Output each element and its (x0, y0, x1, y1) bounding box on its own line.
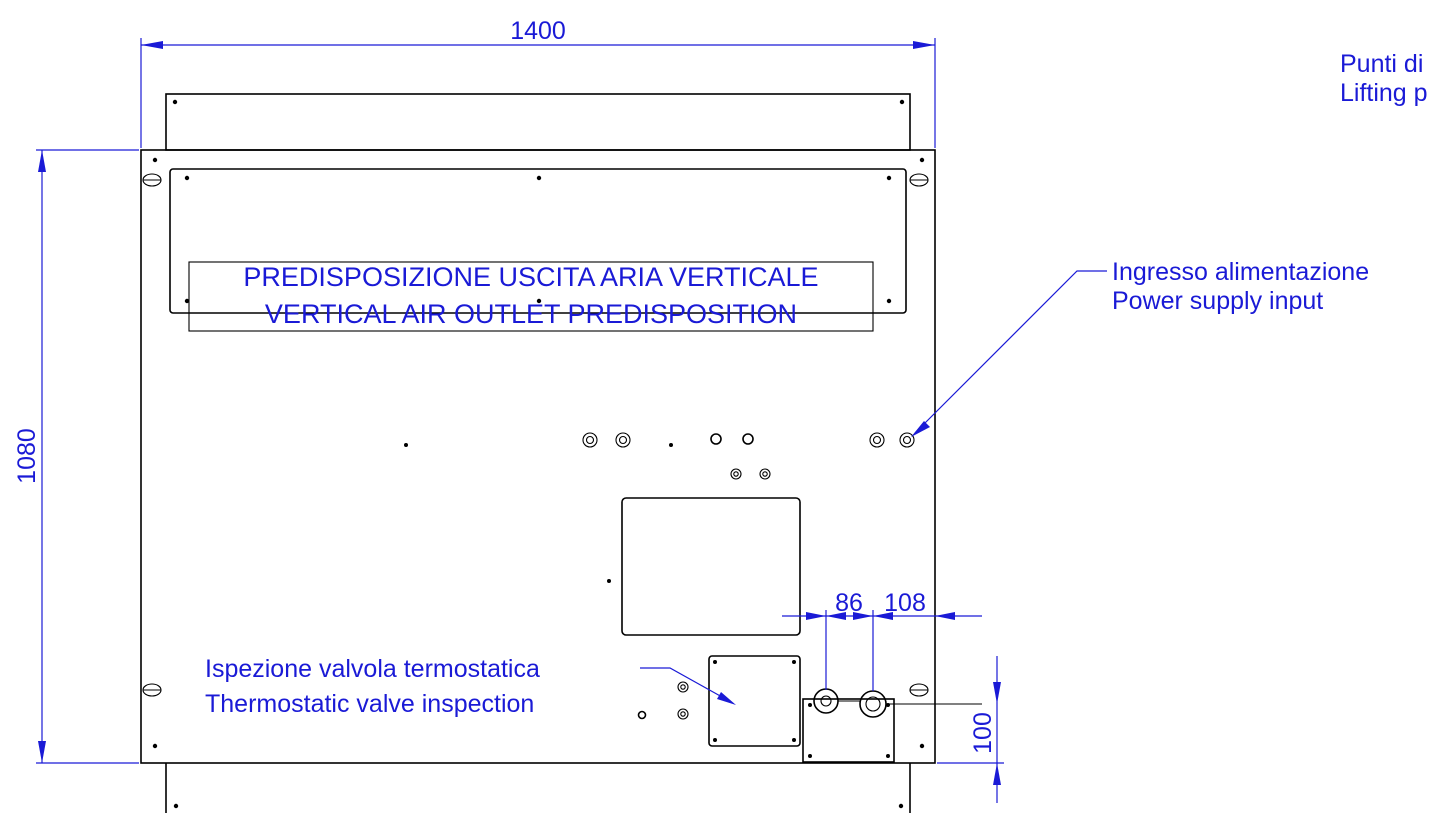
base-frame (165, 763, 911, 813)
valve-note-en: Thermostatic valve inspection (205, 690, 534, 718)
dimension-offset-c-label: 100 (969, 712, 997, 754)
dimension-offset-a-label: 86 (835, 589, 863, 617)
dimension-width: 1400 (140, 17, 936, 148)
panel-label-it: PREDISPOSIZIONE USCITA ARIA VERTICALE (243, 262, 818, 292)
access-panel (607, 497, 801, 636)
valve-inspection-panel (637, 655, 801, 747)
unit-body (140, 149, 936, 764)
power-input-gland-icon (899, 432, 915, 448)
lifting-point-icon (142, 173, 162, 187)
pipe-connection-icon (859, 690, 887, 718)
dimension-pipe-height: 100 (937, 656, 1004, 803)
panel-label-en: VERTICAL AIR OUTLET PREDISPOSITION (265, 299, 797, 329)
lifting-points-note: Punti di Lifting p (1340, 50, 1428, 107)
power-supply-callout: Ingresso alimentazione Power supply inpu… (911, 258, 1369, 437)
cable-gland-icon (615, 432, 631, 448)
power-note-en: Power supply input (1112, 287, 1323, 315)
dimension-pipe-offsets: 86 108 (782, 589, 982, 691)
dimension-height: 1080 (13, 149, 139, 764)
power-note-it: Ingresso alimentazione (1112, 258, 1369, 286)
fitting-icon (677, 708, 689, 720)
cable-gland-icon (582, 432, 598, 448)
lifting-point-icon (142, 683, 162, 697)
cable-gland-icon (759, 468, 771, 480)
valve-note-it: Ispezione valvola termostatica (205, 655, 540, 683)
pipe-connection-icon (813, 688, 839, 714)
dimension-offset-b-label: 108 (884, 589, 926, 617)
top-plate (165, 93, 911, 151)
air-outlet-panel: PREDISPOSIZIONE USCITA ARIA VERTICALE VE… (169, 168, 907, 332)
pipe-connection-box (802, 688, 982, 763)
dimension-height-label: 1080 (13, 428, 41, 484)
fitting-icon (677, 681, 689, 693)
valve-inspection-callout: Ispezione valvola termostatica Thermosta… (205, 655, 736, 718)
lifting-point-icon (909, 683, 929, 697)
dimension-width-label: 1400 (510, 17, 566, 45)
connection-fittings (404, 432, 915, 480)
lifting-note-en: Lifting p (1340, 79, 1428, 107)
lifting-note-it: Punti di (1340, 50, 1423, 78)
cable-gland-icon (869, 432, 885, 448)
lifting-points (142, 173, 929, 697)
lifting-point-icon (909, 173, 929, 187)
cable-gland-icon (730, 468, 742, 480)
